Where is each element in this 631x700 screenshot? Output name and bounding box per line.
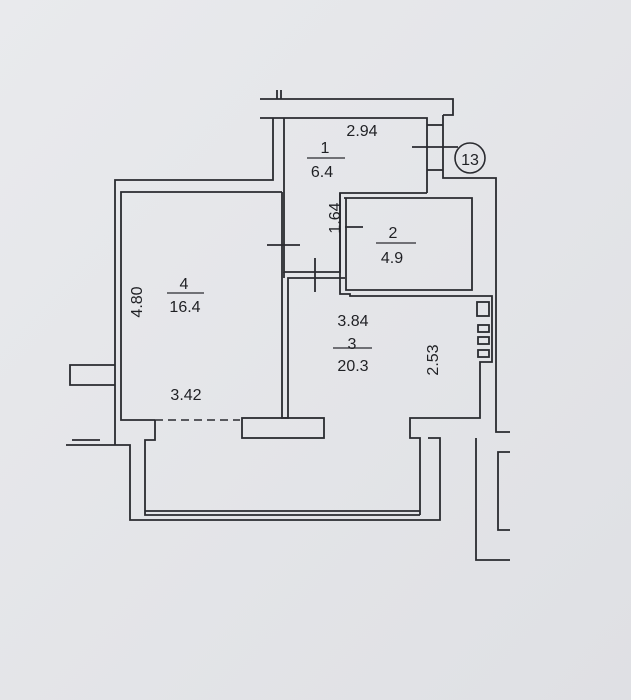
room-1-number: 1 xyxy=(321,140,330,157)
room-4-area: 16.4 xyxy=(169,299,200,316)
room-3-number: 3 xyxy=(348,336,357,353)
room-1-area: 6.4 xyxy=(311,164,333,181)
apartment-number: 13 xyxy=(461,152,479,169)
room-2-area: 4.9 xyxy=(381,250,403,267)
apartment-number-circle xyxy=(454,142,486,174)
room-4-number: 4 xyxy=(180,276,189,293)
walls xyxy=(66,90,510,561)
room-3-depth: 2.53 xyxy=(425,344,442,375)
room-2-number: 2 xyxy=(389,225,398,242)
apartment-number-marker: 13 xyxy=(454,142,486,174)
room-4-width: 3.42 xyxy=(170,387,201,404)
room-1-width: 2.94 xyxy=(346,123,377,140)
room-4-height: 4.80 xyxy=(129,286,146,317)
room-2-height: 1.64 xyxy=(327,202,344,233)
room-3-width: 3.84 xyxy=(337,313,368,330)
room-3-area: 20.3 xyxy=(337,358,368,375)
